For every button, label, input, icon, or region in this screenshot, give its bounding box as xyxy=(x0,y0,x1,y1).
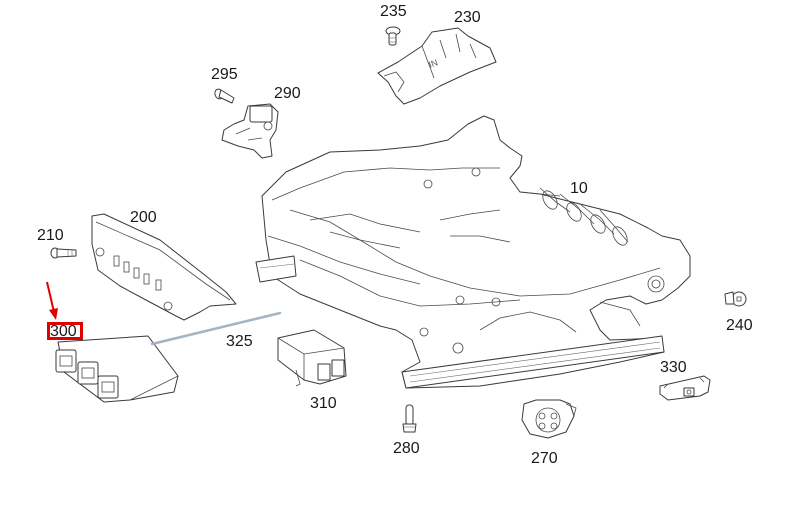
callout-290[interactable]: 290 xyxy=(274,85,301,102)
part-200-side-panel[interactable] xyxy=(91,213,237,321)
callout-330[interactable]: 330 xyxy=(660,359,687,376)
callout-210[interactable]: 210 xyxy=(37,227,64,244)
part-10-seat-frame[interactable] xyxy=(255,115,691,389)
callout-280[interactable]: 280 xyxy=(393,440,420,457)
part-235-screw[interactable] xyxy=(385,26,401,46)
callout-240[interactable]: 240 xyxy=(726,317,753,334)
part-300-control-unit[interactable] xyxy=(55,335,179,403)
part-295-screw[interactable] xyxy=(214,88,235,104)
highlight-box-300 xyxy=(47,322,83,340)
part-230-cover[interactable]: IN xyxy=(377,27,497,105)
callout-325[interactable]: 325 xyxy=(226,333,253,350)
callout-235[interactable]: 235 xyxy=(380,3,407,20)
highlight-arrow xyxy=(46,281,58,320)
callout-230[interactable]: 230 xyxy=(454,9,481,26)
part-210-screw[interactable] xyxy=(50,247,77,259)
part-240-screw[interactable] xyxy=(724,291,747,307)
callout-310[interactable]: 310 xyxy=(310,395,337,412)
svg-text:IN: IN xyxy=(427,57,439,69)
part-290-bracket[interactable] xyxy=(221,103,279,159)
part-280-bolt[interactable] xyxy=(402,404,417,433)
callout-295[interactable]: 295 xyxy=(211,66,238,83)
callout-270[interactable]: 270 xyxy=(531,450,558,467)
part-325-rod[interactable] xyxy=(150,311,282,346)
part-330-sensor[interactable] xyxy=(659,375,711,401)
callout-300[interactable]: 300 xyxy=(50,323,77,340)
callout-10[interactable]: 10 xyxy=(570,180,588,197)
callout-200[interactable]: 200 xyxy=(130,209,157,226)
part-310-relay[interactable] xyxy=(277,329,347,387)
part-270-motor[interactable] xyxy=(521,399,577,439)
